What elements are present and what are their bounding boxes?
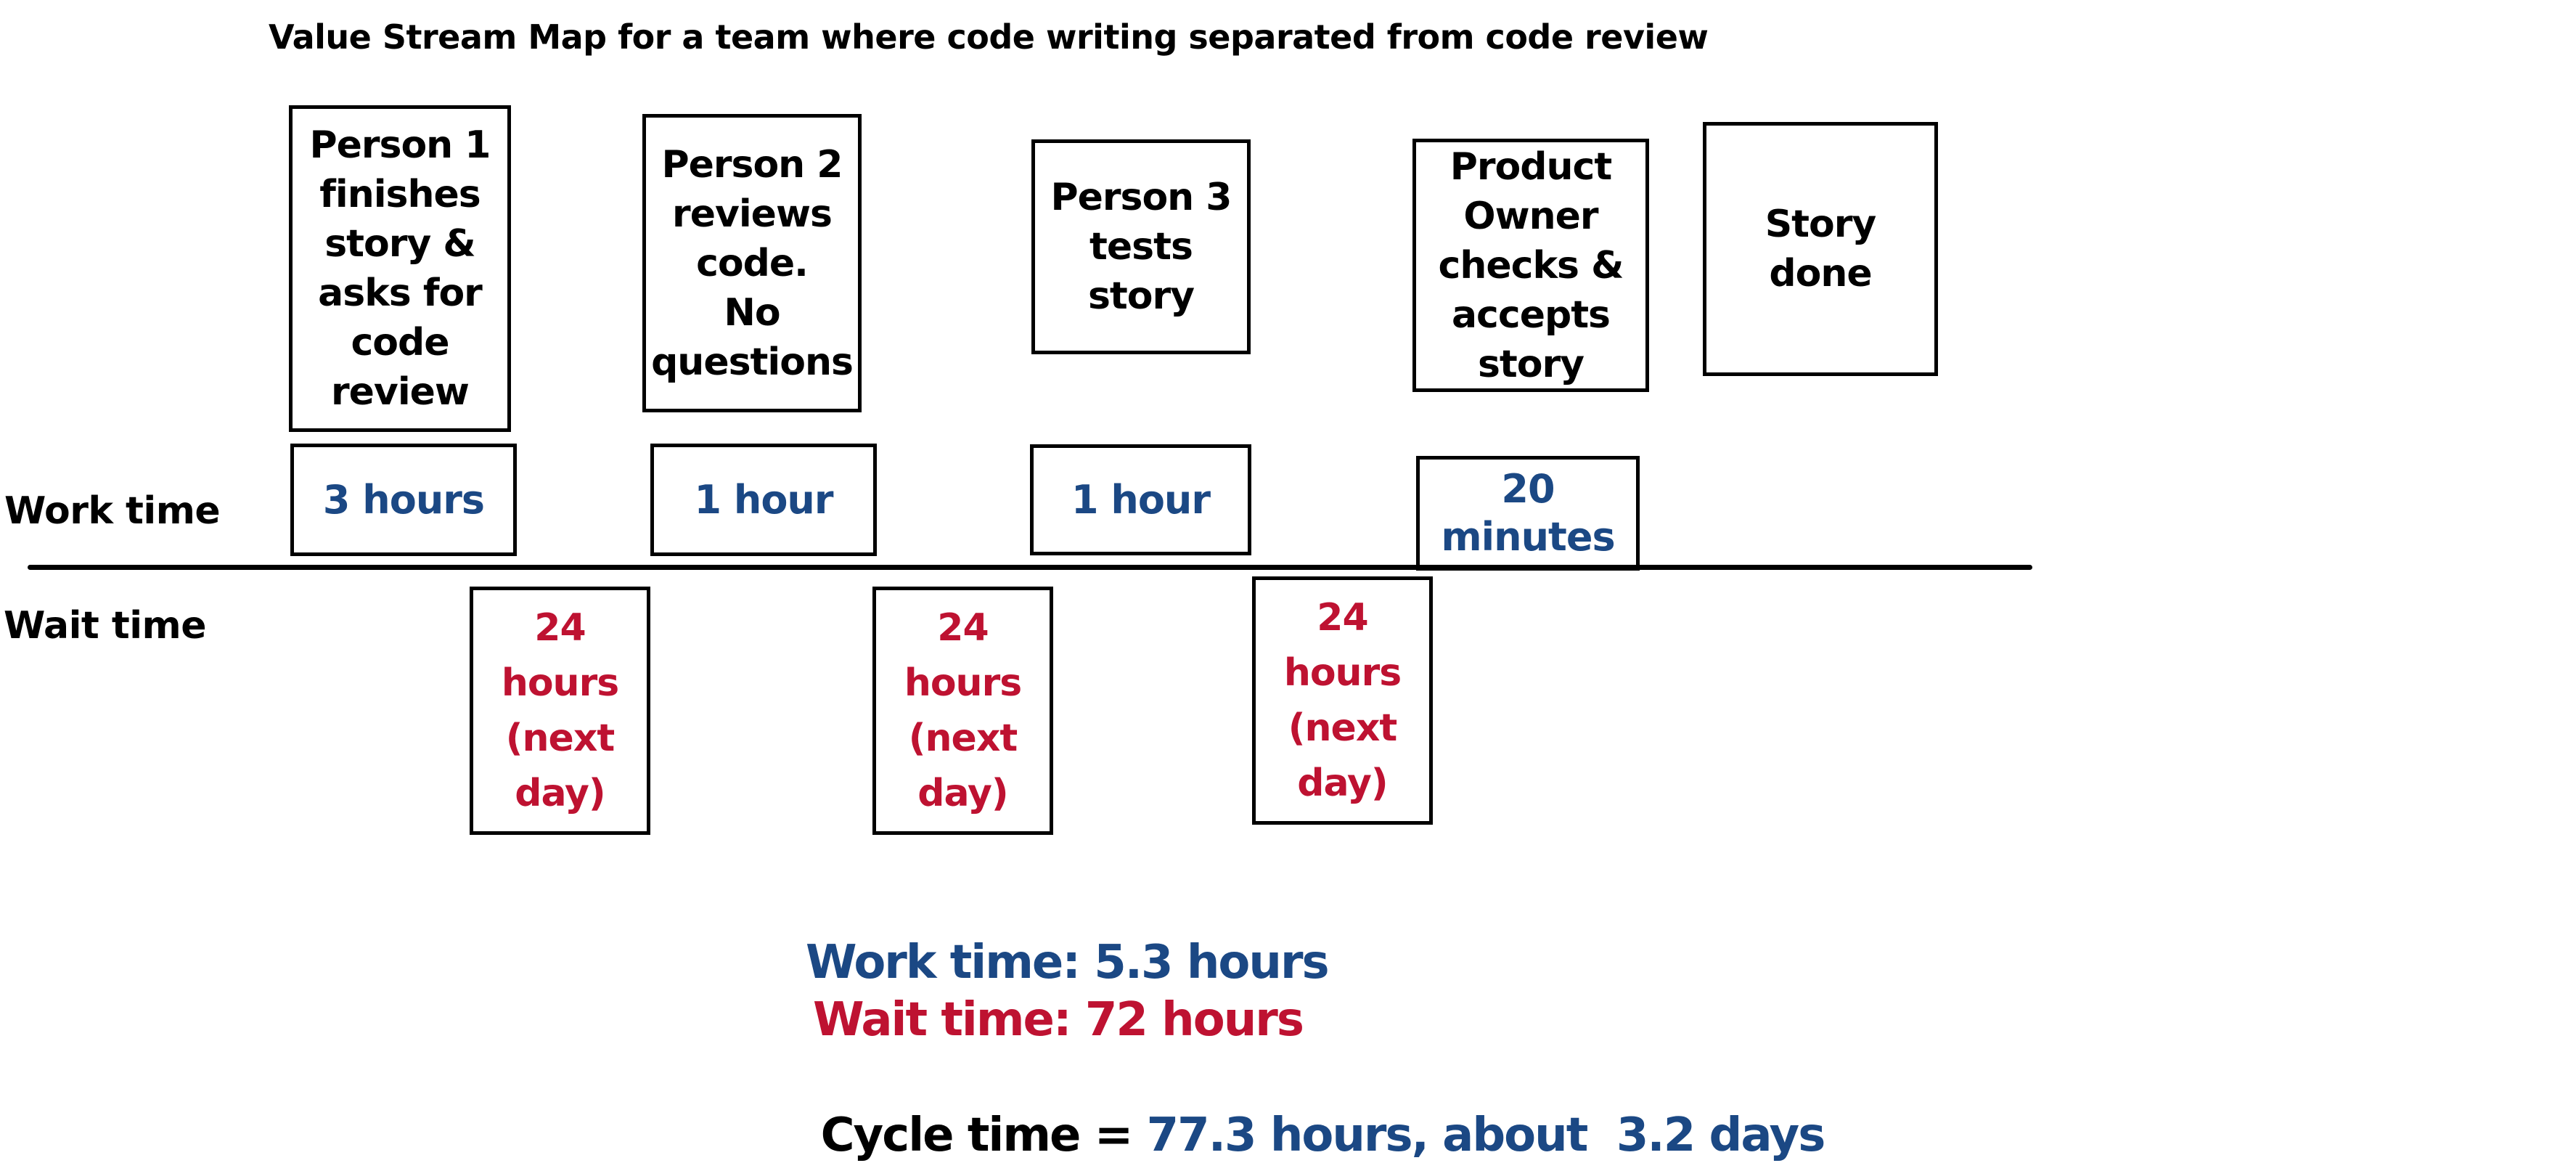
summary-cycle-time: Cycle time = 77.3 hours, about 3.2 days bbox=[791, 1053, 1826, 1163]
summary-wait-time: Wait time: 72 hours bbox=[813, 993, 1304, 1047]
timeline-divider-line bbox=[28, 565, 2032, 570]
work-time-box-2: 1 hour bbox=[650, 444, 877, 556]
wait-time-box-1: 24 hours (next day) bbox=[470, 587, 650, 835]
work-time-row-label: Work time bbox=[4, 489, 221, 533]
summary-work-time: Work time: 5.3 hours bbox=[806, 936, 1330, 989]
process-step-box-person2: Person 2 reviews code. No questions bbox=[642, 114, 862, 412]
wait-time-box-2: 24 hours (next day) bbox=[872, 587, 1053, 835]
wait-time-box-3: 24 hours (next day) bbox=[1252, 576, 1433, 825]
summary-cycle-value: 77.3 hours, about 3.2 days bbox=[1146, 1109, 1826, 1162]
summary-cycle-label: Cycle time = bbox=[820, 1109, 1147, 1162]
work-time-box-3: 1 hour bbox=[1030, 444, 1251, 555]
wait-time-row-label: Wait time bbox=[4, 604, 207, 648]
work-time-box-1: 3 hours bbox=[290, 444, 517, 556]
process-step-box-person3: Person 3 tests story bbox=[1031, 139, 1251, 354]
process-step-box-person1: Person 1 finishes story & asks for code … bbox=[289, 105, 511, 432]
diagram-title: Value Stream Map for a team where code w… bbox=[269, 17, 1709, 57]
work-time-box-4: 20 minutes bbox=[1416, 456, 1640, 571]
process-step-box-story-done: Story done bbox=[1703, 122, 1938, 376]
value-stream-map-canvas: { "title": "Value Stream Map for a team … bbox=[4, 17, 2032, 1162]
process-step-box-product-owner: Product Owner checks & accepts story bbox=[1412, 139, 1649, 392]
